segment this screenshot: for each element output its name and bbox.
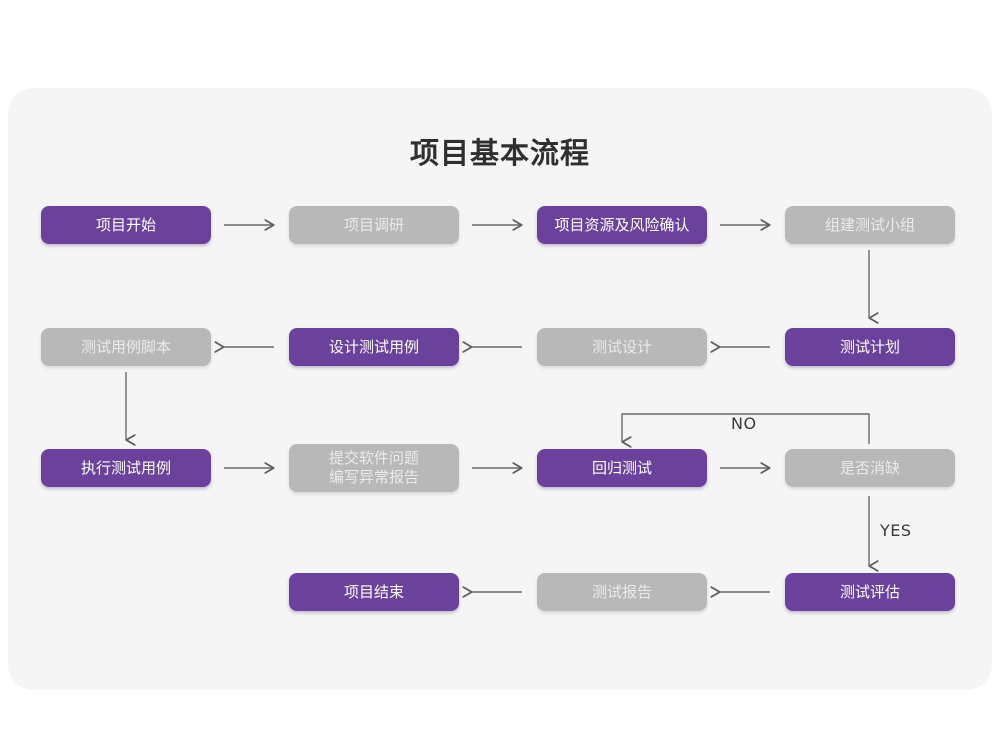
- node-defect-resolved[interactable]: 是否消缺: [785, 449, 955, 487]
- node-project-start[interactable]: 项目开始: [41, 206, 211, 244]
- node-design-test-case[interactable]: 设计测试用例: [289, 328, 459, 366]
- node-test-case-script[interactable]: 测试用例脚本: [41, 328, 211, 366]
- node-project-end[interactable]: 项目结束: [289, 573, 459, 611]
- page-title: 项目基本流程: [409, 136, 590, 170]
- node-resource-risk-confirm[interactable]: 项目资源及风险确认: [537, 206, 707, 244]
- node-form-test-team[interactable]: 组建测试小组: [785, 206, 955, 244]
- node-test-evaluation[interactable]: 测试评估: [785, 573, 955, 611]
- node-test-report[interactable]: 测试报告: [537, 573, 707, 611]
- node-submit-defect-report[interactable]: 提交软件问题 编写异常报告: [289, 444, 459, 492]
- edge-label-yes: YES: [880, 521, 912, 540]
- node-test-plan[interactable]: 测试计划: [785, 328, 955, 366]
- node-project-research[interactable]: 项目调研: [289, 206, 459, 244]
- node-test-design[interactable]: 测试设计: [537, 328, 707, 366]
- edge-label-no: NO: [731, 414, 757, 433]
- node-execute-test-case[interactable]: 执行测试用例: [41, 449, 211, 487]
- node-regression-test[interactable]: 回归测试: [537, 449, 707, 487]
